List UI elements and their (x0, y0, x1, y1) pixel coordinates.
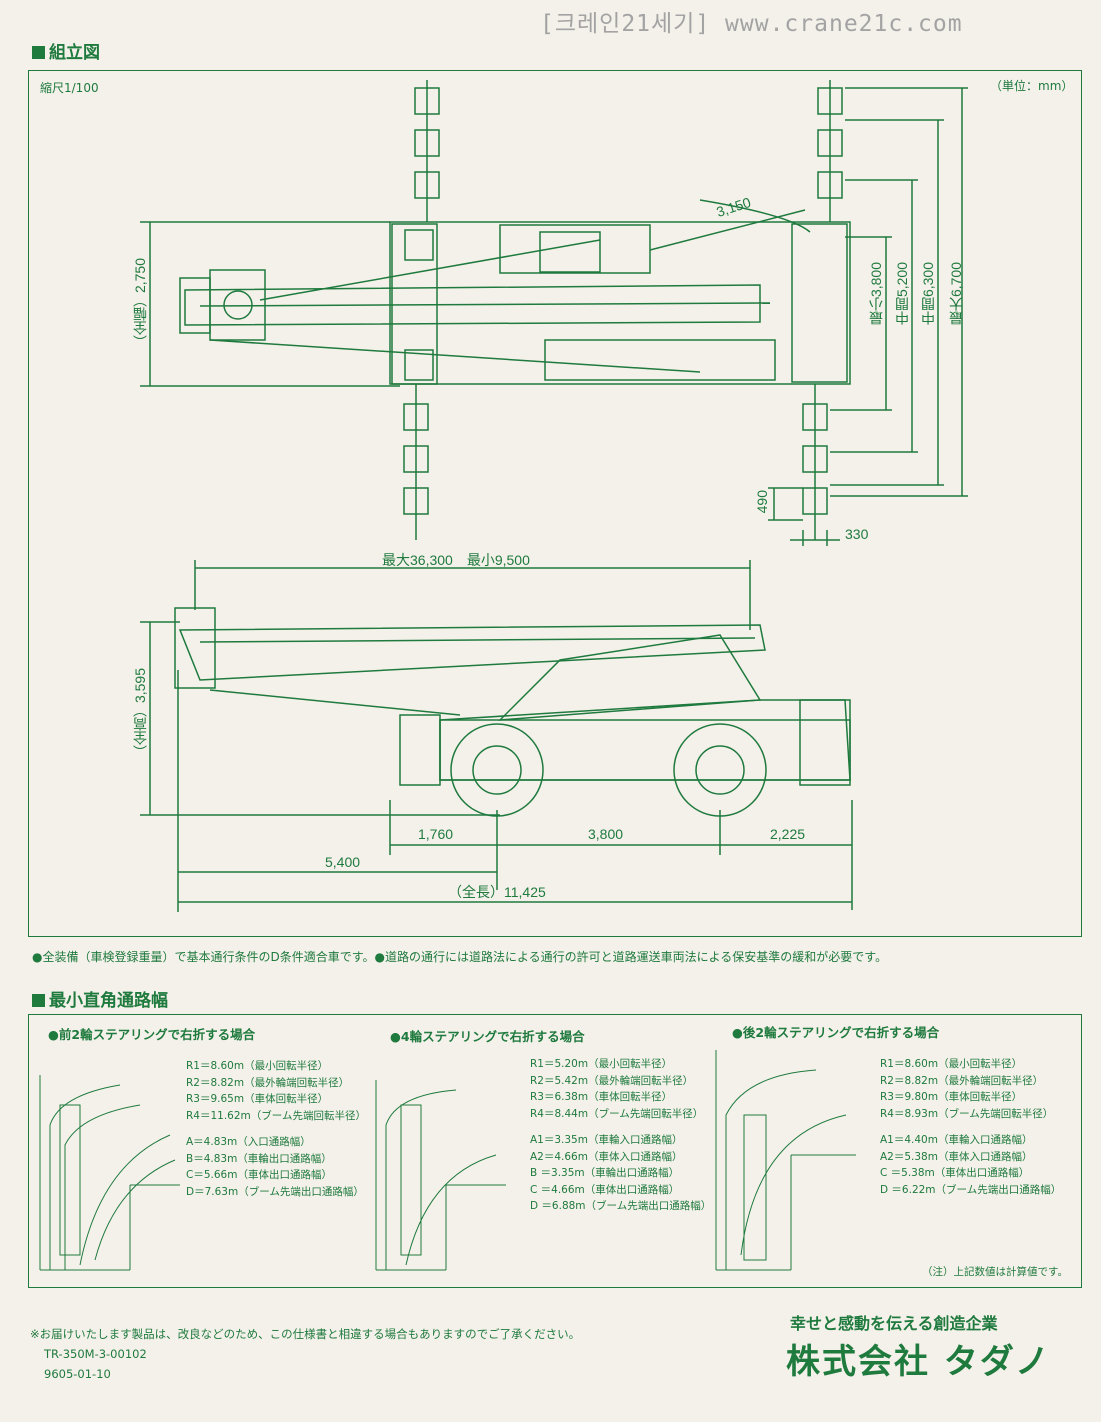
spec-b: B ＝3.35m（車輪出口通路幅） (530, 1167, 680, 1179)
boom-length-dimension: 最大36,300 最小9,500 (382, 552, 530, 568)
boom-overhang-dimension: 5,400 (325, 854, 361, 870)
case-front-steer-diagram (39, 1075, 180, 1271)
spec-d: D＝7.63m（ブーム先端出口通路幅） (186, 1185, 364, 1198)
spec-r4: R4＝8.44m（ブーム先端回転半径） (530, 1107, 704, 1120)
case-rear-steer-specs: R1＝8.60m（最小回転半径） R2＝8.82m（最外輪端回転半径） R3＝9… (880, 1056, 1061, 1198)
spec-r3: R3＝6.38m（車体回転半径） (530, 1091, 673, 1103)
assembly-frame (28, 70, 1082, 937)
turning-frame (28, 1014, 1082, 1288)
wheelbase-dimension: 3,800 (588, 826, 624, 842)
document-date: 9605-01-10 (44, 1367, 111, 1381)
turning-section-title: 最小直角通路幅 (32, 986, 168, 1011)
spec-r2: R2＝8.82m（最外輪端回転半径） (186, 1076, 350, 1089)
spec-d: D ＝6.22m（ブーム先端出口通路幅） (880, 1183, 1062, 1196)
spec-a2: A2＝4.66m（車体入口通路幅） (530, 1150, 683, 1163)
outrigger-mid1-dimension: 中間5,200 (894, 262, 910, 326)
top-view-drawing (140, 80, 968, 546)
spec-gap (186, 1124, 366, 1134)
outrigger-mid2-dimension: 中間6,300 (920, 262, 936, 326)
scale-label: 縮尺1/100 (40, 81, 99, 95)
overall-width-dimension: （全幅）2,750 (132, 258, 148, 350)
case-rear-steer-diagram (715, 1050, 856, 1271)
overall-height-dimension: （全高）3,595 (132, 668, 148, 760)
product-change-notice: ※お届けいたします製品は、改良などのため、この仕様書と相違する場合もありますので… (30, 1327, 581, 1341)
overall-length-dimension: （全長）11,425 (448, 884, 546, 900)
spec-b: B＝4.83m（車輪出口通路幅） (186, 1152, 332, 1165)
spec-r1: R1＝8.60m（最小回転半径） (880, 1058, 1023, 1070)
side-view-drawing (140, 560, 853, 912)
case-rear-steer-title: ●後2輪ステアリングで右折する場合 (732, 1025, 940, 1040)
spec-gap (880, 1122, 1061, 1132)
spec-a1: A1＝3.35m（車輪入口通路幅） (530, 1134, 683, 1146)
calc-note: （注）上記数値は計算値です。 (922, 1266, 1068, 1278)
case-four-steer-diagram (375, 1080, 506, 1271)
assembly-section-title: 組立図 (32, 38, 100, 63)
outrigger-min-dimension: 最小3,800 (868, 262, 884, 326)
spec-a1: A1＝4.40m（車輪入口通路幅） (880, 1134, 1033, 1146)
spec-r3: R3＝9.80m（車体回転半径） (880, 1091, 1023, 1103)
case-front-steer-title: ●前2輪ステアリングで右折する場合 (48, 1027, 256, 1042)
pad-width-dimension: 330 (845, 526, 869, 542)
spec-gap (530, 1122, 711, 1132)
spec-a2: A2＝5.38m（車体入口通路幅） (880, 1150, 1033, 1163)
spec-c: C ＝4.66m（車体出口通路幅） (530, 1183, 680, 1196)
spec-r2: R2＝5.42m（最外輪端回転半径） (530, 1074, 694, 1087)
section-square-icon (32, 46, 45, 59)
unit-label: （単位：mm） (990, 79, 1074, 93)
assembly-title-text: 組立図 (49, 43, 100, 63)
spec-r4: R4＝11.62m（ブーム先端回転半径） (186, 1109, 366, 1122)
spec-r1: R1＝5.20m（最小回転半径） (530, 1058, 673, 1070)
case-four-steer-specs: R1＝5.20m（最小回転半径） R2＝5.42m（最外輪端回転半径） R3＝6… (530, 1056, 711, 1215)
turning-title-text: 最小直角通路幅 (49, 991, 168, 1011)
spec-r2: R2＝8.82m（最外輪端回転半径） (880, 1074, 1044, 1087)
section-square-icon (32, 994, 45, 1007)
front-overhang-dimension: 1,760 (418, 826, 454, 842)
road-regulation-note: ●全装備（車検登録重量）で基本通行条件のD条件適合車です。●道路の通行には道路法… (32, 950, 888, 964)
case-front-steer-specs: R1＝8.60m（最小回転半径） R2＝8.82m（最外輪端回転半径） R3＝9… (186, 1058, 366, 1200)
spec-a: A＝4.83m（入口通路幅） (186, 1136, 311, 1148)
site-watermark: [크레인21세기] www.crane21c.com (540, 11, 963, 37)
spec-d: D ＝6.88m（ブーム先端出口通路幅） (530, 1200, 712, 1212)
case-four-steer-title: ●4輪ステアリングで右折する場合 (390, 1029, 585, 1044)
spec-r4: R4＝8.93m（ブーム先端回転半径） (880, 1107, 1054, 1120)
spec-c: C＝5.66m（車体出口通路幅） (186, 1169, 332, 1181)
company-logo-text: 株式会社 タダノ (786, 1342, 1051, 1382)
company-slogan: 幸せと感動を伝える創造企業 (790, 1314, 998, 1333)
spec-r3: R3＝9.65m（車体回転半径） (186, 1093, 329, 1105)
outrigger-max-dimension: 最大6,700 (948, 262, 964, 326)
document-code: TR-350M-3-00102 (44, 1347, 147, 1361)
spec-c: C ＝5.38m（車体出口通路幅） (880, 1167, 1030, 1179)
spec-r1: R1＝8.60m（最小回転半径） (186, 1060, 329, 1072)
pad-length-dimension: 490 (754, 490, 770, 514)
rear-overhang-dimension: 2,225 (770, 826, 806, 842)
